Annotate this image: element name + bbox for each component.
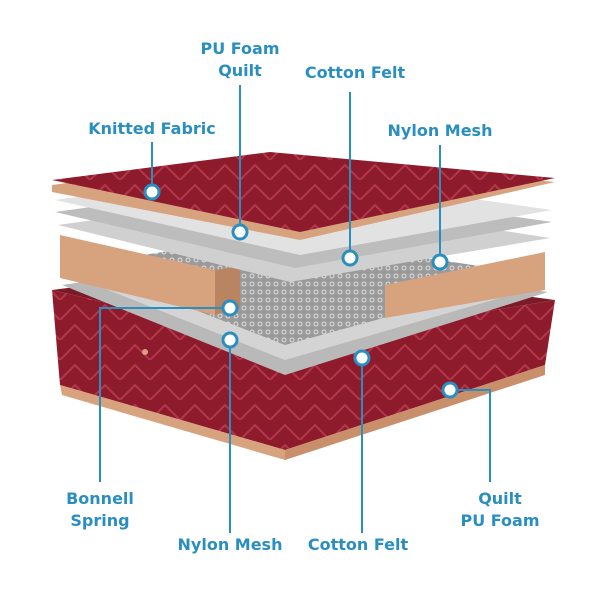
label-cotton-felt-top: Cotton Felt (304, 63, 406, 82)
leader-dots (143, 183, 459, 399)
knitted-fabric-top (52, 152, 555, 240)
label-line: Quilt (218, 61, 262, 80)
leader-lines (99, 85, 491, 533)
label-line: Quilt (478, 489, 522, 508)
label-line: Spring (70, 511, 130, 530)
label-line: Bonnell (66, 489, 134, 508)
label-quilt-pu-foam-bottom: Quilt PU Foam (455, 488, 545, 532)
bonnell-spring-layer (80, 235, 540, 345)
label-nylon-mesh-bottom: Nylon Mesh (177, 535, 283, 554)
label-line: PU Foam (460, 511, 540, 530)
label-nylon-mesh-top: Nylon Mesh (387, 121, 493, 140)
label-bonnell-spring: Bonnell Spring (55, 488, 145, 532)
label-line: PU Foam (200, 39, 280, 58)
label-pu-foam-quilt-top: PU Foam Quilt (185, 38, 295, 82)
label-cotton-felt-bottom: Cotton Felt (307, 535, 409, 554)
label-knitted-fabric: Knitted Fabric (88, 119, 216, 138)
